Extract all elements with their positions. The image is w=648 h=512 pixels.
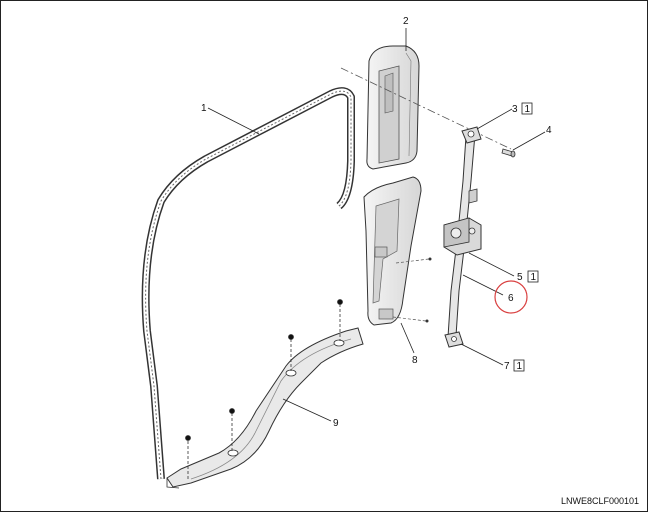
alignment-axis <box>340 67 512 150</box>
callout-3: 3 <box>512 104 518 115</box>
leader-lines <box>207 28 546 422</box>
callout-5-box <box>527 270 539 283</box>
callout-1: 1 <box>201 103 207 114</box>
belt-retractor <box>443 217 482 256</box>
callout-6: 6 <box>508 293 514 304</box>
callout-5: 5 <box>517 272 523 283</box>
highlight-circle <box>494 280 528 314</box>
sill-trim-panel <box>166 327 364 489</box>
callout-3-box <box>521 102 533 115</box>
upper-pillar-trim <box>366 45 420 170</box>
callout-7-box <box>513 359 525 372</box>
callout-7-box-num: 1 <box>517 361 523 372</box>
callout-labels: 1 2 3 1 4 5 1 6 7 1 8 9 <box>201 16 552 429</box>
callout-2: 2 <box>403 16 409 27</box>
anchor-bolt <box>501 148 516 158</box>
sill-fasteners <box>185 299 343 479</box>
image-code: LNWE8CLF000101 <box>560 496 639 506</box>
callout-9: 9 <box>333 418 339 429</box>
lower-pillar-trim <box>363 176 432 326</box>
callout-3-box-num: 1 <box>525 104 531 115</box>
callout-5-box-num: 1 <box>531 272 537 283</box>
callout-7: 7 <box>504 361 510 372</box>
upper-anchor <box>461 126 482 144</box>
lower-anchor <box>444 331 464 348</box>
weatherstrip-seal <box>141 87 355 480</box>
callout-8: 8 <box>412 355 418 366</box>
callout-4: 4 <box>546 125 552 136</box>
